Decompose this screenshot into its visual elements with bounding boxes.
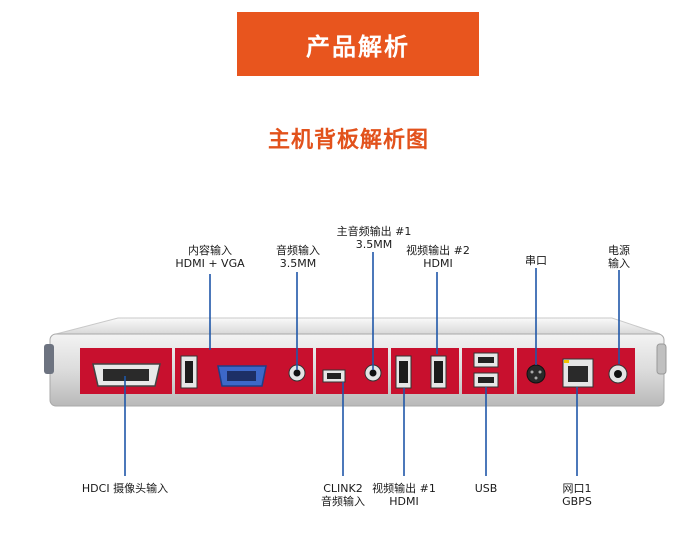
diagram-subtitle: 主机背板解析图 (267, 128, 429, 153)
banner-title: 产品解析 (306, 32, 410, 61)
label-video-out-2: 视频输出 #2 HDMI (406, 244, 470, 270)
label-main-audio-out: 主音频输出 #1 3.5MM (336, 225, 412, 251)
label-usb: USB (474, 482, 498, 495)
ethernet-port-icon (562, 358, 594, 388)
label-video-out-1: 视频输出 #1 HDMI (372, 482, 436, 508)
hdmi-out-2-port-icon (430, 355, 447, 389)
serial-port-icon (526, 364, 546, 384)
power-port-icon (608, 364, 628, 384)
label-audio-input: 音频输入 3.5MM (276, 244, 320, 270)
label-serial: 串口 (525, 254, 547, 267)
callout-lines (124, 252, 620, 476)
vga-port-icon (217, 365, 267, 387)
clink2-port-icon (322, 369, 346, 383)
label-power-input: 电源 输入 (608, 244, 630, 270)
section-banner: 产品解析 (237, 12, 479, 76)
label-content-input: 内容输入 HDMI + VGA (175, 244, 245, 270)
dvi-port-icon (92, 363, 161, 387)
label-clink2-audio: CLINK2 音频输入 (321, 482, 365, 508)
label-network: 网口1 GBPS (562, 482, 592, 508)
usb-port-icon (473, 352, 499, 388)
label-hdci-camera: HDCI 摄像头输入 (81, 482, 169, 495)
red-panel (80, 348, 635, 394)
hdmi-out-1-port-icon (395, 355, 412, 389)
hdmi-content-port-icon (180, 355, 198, 389)
